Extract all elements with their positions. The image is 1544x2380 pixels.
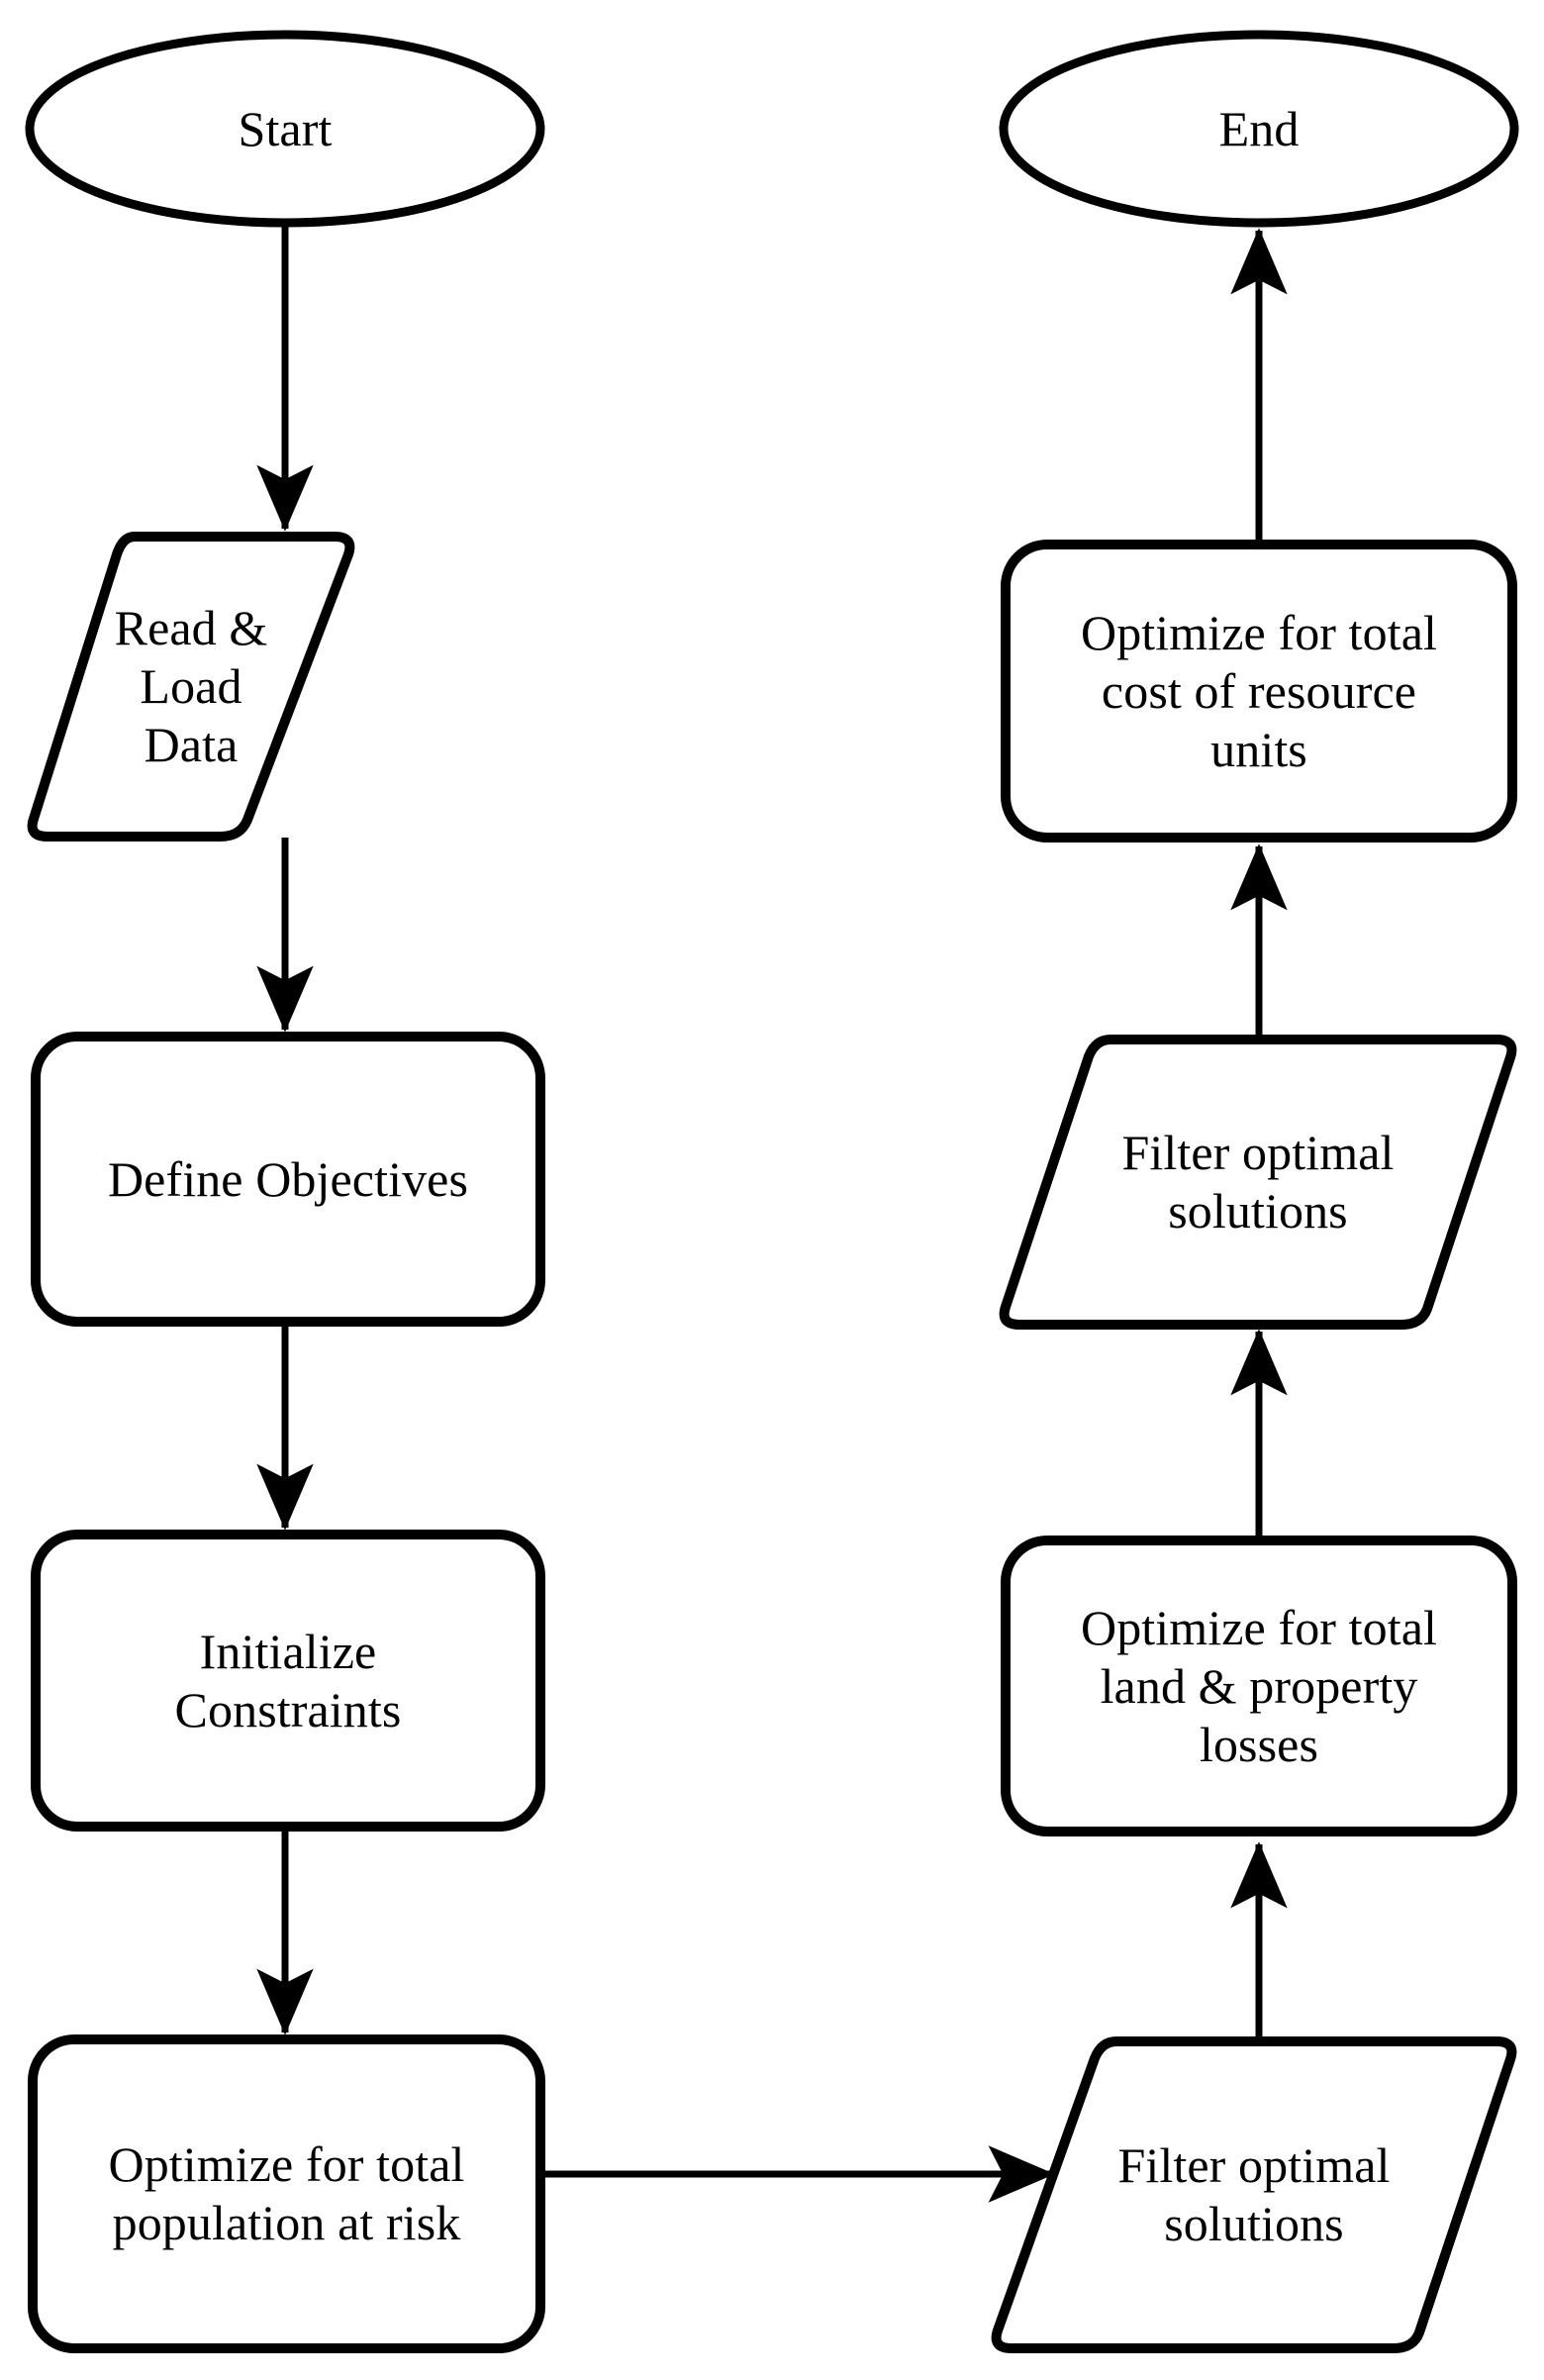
- node-shape-initialize-constraints[interactable]: [31, 1530, 545, 1832]
- node-shape-filter-solutions-1[interactable]: [999, 1035, 1517, 1330]
- node-shape-filter-solutions-2[interactable]: [991, 2036, 1517, 2353]
- node-shape-optimize-land[interactable]: [1001, 1536, 1517, 1836]
- node-shape-start[interactable]: [25, 30, 545, 228]
- node-shape-read-load-data[interactable]: [27, 532, 355, 842]
- node-shape-end[interactable]: [999, 30, 1519, 228]
- node-shape-optimize-population[interactable]: [28, 2034, 545, 2353]
- node-shape-define-objectives[interactable]: [31, 1032, 545, 1327]
- node-shape-optimize-cost[interactable]: [1001, 540, 1517, 843]
